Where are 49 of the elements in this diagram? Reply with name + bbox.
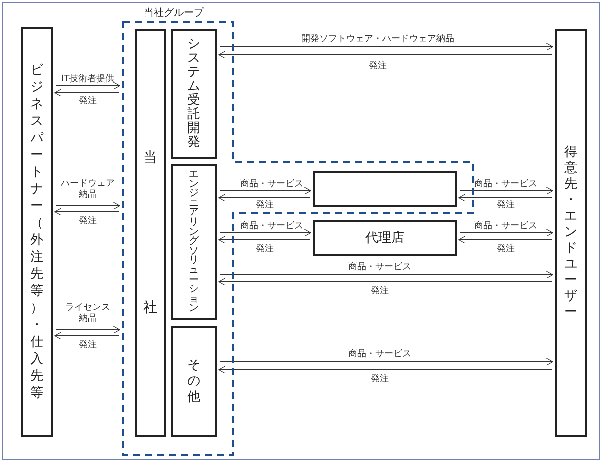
edge-label: 発注 [79, 96, 97, 108]
edge-label: IT技術者提供 [61, 74, 115, 86]
edge-label: 発注 [256, 200, 274, 212]
edge-label: 発注 [371, 374, 389, 386]
entity-box [313, 171, 457, 207]
edge-label: 発注 [79, 216, 97, 228]
edge-label: 発注 [256, 244, 274, 256]
arrow [218, 51, 552, 59]
arrow [220, 271, 554, 279]
arrow [220, 358, 554, 366]
vertical-label-box: 得意先・エンドユーザー [555, 29, 587, 437]
arrow [218, 366, 552, 374]
edge-label: 商品・サービス [240, 180, 304, 190]
arrow [54, 208, 120, 216]
arrow [458, 194, 552, 202]
edge-label: 商品・サービス [240, 222, 304, 232]
arrow [54, 332, 120, 340]
edge-label: 発注 [369, 62, 387, 72]
vertical-label-box: その他 [171, 326, 217, 437]
arrow [218, 194, 310, 202]
edge-label: 商品・サービス [474, 180, 538, 190]
vertical-label-box: 当社 [135, 29, 166, 437]
arrow [458, 236, 552, 244]
vertical-label-box: エンジニアリングソリューション [171, 164, 217, 320]
arrow [460, 187, 554, 195]
arrow [460, 229, 554, 237]
arrow [220, 43, 554, 51]
group-label: 当社グループ [142, 8, 206, 20]
edge-label: 商品・サービス [348, 262, 412, 274]
edge-label: 商品・サービス [474, 222, 538, 232]
edge-label: ハードウェア納品 [60, 179, 116, 201]
vertical-label-box: システム受託開発 [171, 29, 217, 159]
edge-label: 発注 [79, 340, 97, 352]
edge-label: 商品・サービス [348, 350, 412, 360]
arrow [56, 202, 120, 210]
vertical-label-box: ビジネスパートナー（外注先等）・仕入先等 [21, 27, 53, 437]
edge-label: 発注 [371, 286, 389, 298]
arrow [54, 89, 120, 97]
arrow [220, 187, 312, 195]
arrow [220, 229, 312, 237]
arrow [56, 326, 120, 334]
edge-label: 開発ソフトウェア・ハードウェア納品 [302, 34, 454, 46]
edge-label: 発注 [497, 244, 515, 256]
arrow [218, 236, 310, 244]
edge-label: 発注 [497, 200, 515, 212]
arrow [56, 82, 120, 90]
entity-box: 代理店 [313, 220, 457, 256]
edge-label: ライセンス納品 [64, 303, 112, 325]
arrow [218, 278, 552, 286]
